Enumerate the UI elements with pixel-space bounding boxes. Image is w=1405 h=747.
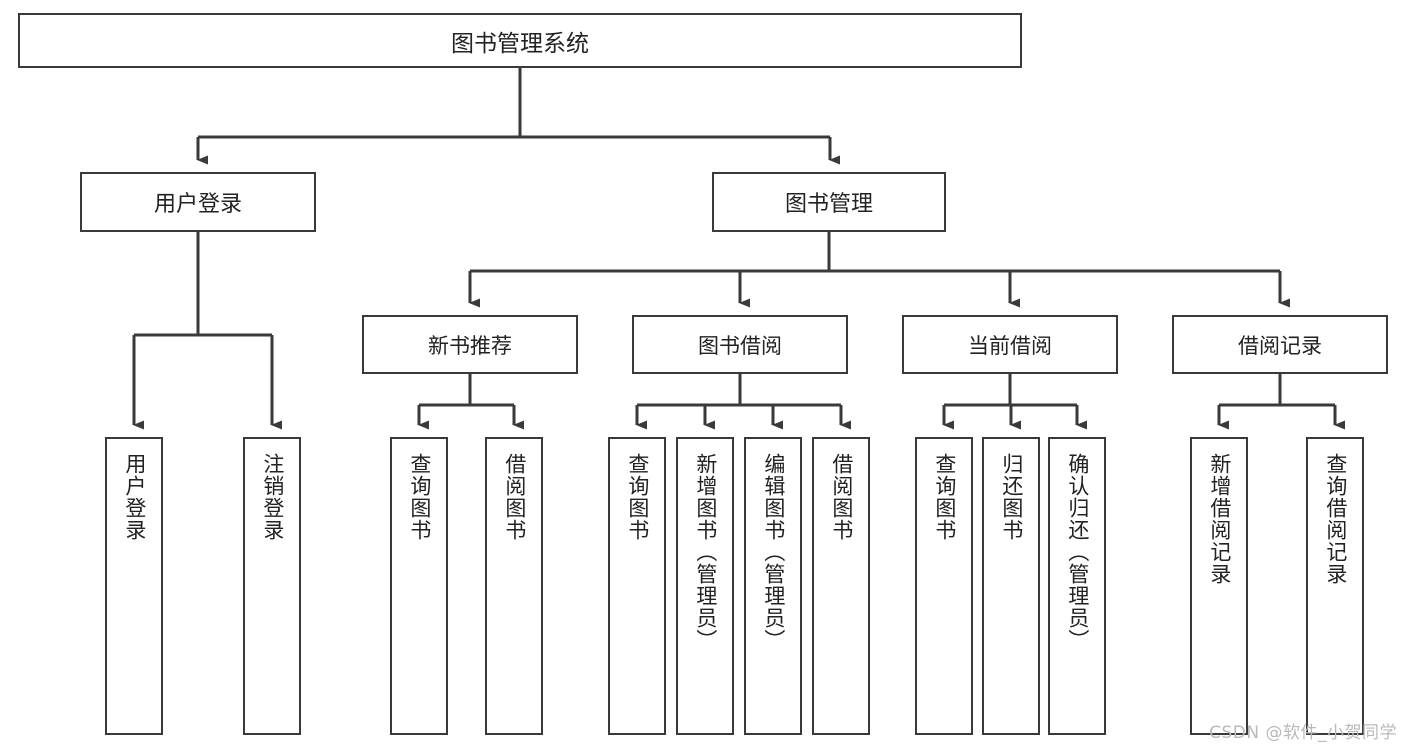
node-leaf-confirm-return[interactable]: 确认归还（管理员） [1048, 437, 1106, 735]
node-label-current-borrow: 当前借阅 [968, 333, 1052, 358]
node-leaf-borrow-book-1[interactable]: 借阅图书 [485, 437, 543, 735]
watermark-text: CSDN @软件_小贺同学 [1209, 723, 1397, 743]
node-leaf-add-record[interactable]: 新增借阅记录 [1190, 437, 1248, 735]
node-leaf-query-record[interactable]: 查询借阅记录 [1306, 437, 1364, 735]
node-leaf-query-book-1[interactable]: 查询图书 [390, 437, 448, 735]
node-label-leaf-add-record: 新增借阅记录 [1207, 453, 1232, 585]
node-leaf-query-book-3[interactable]: 查询图书 [915, 437, 973, 735]
node-label-leaf-logout: 注销登录 [260, 453, 285, 541]
node-label-leaf-return-book: 归还图书 [999, 453, 1024, 541]
node-borrow-record[interactable]: 借阅记录 [1172, 315, 1388, 374]
node-leaf-logout[interactable]: 注销登录 [243, 437, 301, 735]
node-label-leaf-confirm-return: 确认归还（管理员） [1065, 453, 1090, 651]
node-leaf-return-book[interactable]: 归还图书 [982, 437, 1040, 735]
node-label-leaf-query-record: 查询借阅记录 [1323, 453, 1348, 585]
node-label-user-login: 用户登录 [153, 192, 242, 217]
node-current-borrow[interactable]: 当前借阅 [902, 315, 1118, 374]
node-label-leaf-borrow-book-1: 借阅图书 [502, 453, 527, 541]
node-label-leaf-query-book-2: 查询图书 [625, 453, 650, 541]
node-label-leaf-edit-book: 编辑图书（管理员） [761, 453, 786, 651]
node-leaf-borrow-book-2[interactable]: 借阅图书 [812, 437, 870, 735]
node-label-leaf-user-login: 用户登录 [122, 453, 147, 541]
node-label-leaf-query-book-1: 查询图书 [407, 453, 432, 541]
node-label-leaf-borrow-book-2: 借阅图书 [829, 453, 854, 541]
node-label-root: 图书管理系统 [451, 30, 589, 57]
node-leaf-edit-book[interactable]: 编辑图书（管理员） [744, 437, 802, 735]
node-label-book-borrow: 图书借阅 [698, 333, 782, 358]
node-label-book-manage: 图书管理 [784, 192, 873, 217]
node-label-leaf-query-book-3: 查询图书 [932, 453, 957, 541]
node-label-borrow-record: 借阅记录 [1238, 333, 1322, 358]
node-leaf-user-login[interactable]: 用户登录 [105, 437, 163, 735]
node-new-book-recommend[interactable]: 新书推荐 [362, 315, 578, 374]
node-book-manage[interactable]: 图书管理 [712, 172, 946, 232]
node-label-leaf-add-book: 新增图书（管理员） [693, 453, 718, 651]
node-user-login[interactable]: 用户登录 [80, 172, 316, 232]
node-leaf-add-book[interactable]: 新增图书（管理员） [676, 437, 734, 735]
node-root[interactable]: 图书管理系统 [18, 13, 1022, 68]
node-book-borrow[interactable]: 图书借阅 [632, 315, 848, 374]
node-leaf-query-book-2[interactable]: 查询图书 [608, 437, 666, 735]
node-label-new-book-recommend: 新书推荐 [428, 333, 512, 358]
